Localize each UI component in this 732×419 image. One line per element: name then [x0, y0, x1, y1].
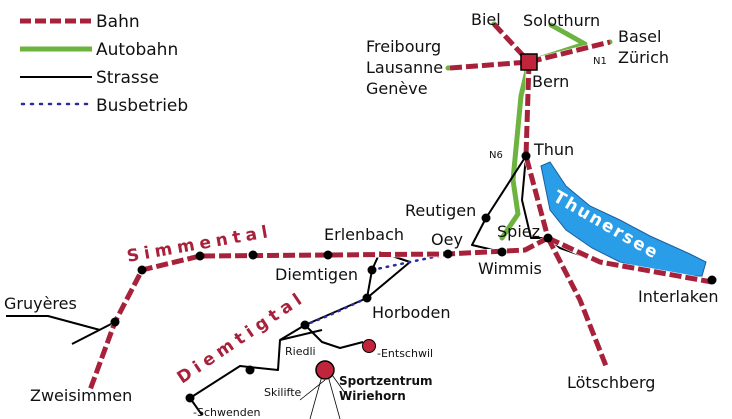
entschwil-label: -Entschwil: [377, 347, 433, 360]
skilifte-label: Skilifte: [264, 386, 302, 399]
legend: Bahn Autobahn Strasse Busbetrieb: [20, 12, 188, 116]
n1-label: N1: [593, 56, 607, 67]
sportzentrum-label-line2: Wiriehorn: [339, 389, 406, 403]
sportzentrum-marker: [315, 360, 335, 380]
schwenden-label: -Schwenden: [193, 406, 260, 419]
erlenbach-label: Erlenbach: [324, 225, 404, 244]
spiez-dot: [543, 233, 553, 243]
interlaken-label: Interlaken: [638, 287, 718, 306]
wimmis-label: Wimmis: [478, 259, 542, 278]
diemtigtal-stop-dot: [245, 365, 255, 375]
solothurn-label: Solothurn: [523, 11, 600, 30]
legend-motorway-label: Autobahn: [96, 40, 178, 60]
legend-bus-label: Busbetrieb: [96, 96, 188, 116]
legend-road-label: Strasse: [96, 68, 159, 88]
freibourg-label: Freibourg: [366, 37, 441, 56]
horboden-dot: [362, 293, 372, 303]
gruyeres-label: Gruyères: [4, 294, 77, 313]
schwenden-dot: [185, 393, 195, 403]
lausanne-label: Lausanne: [366, 58, 443, 77]
simmental-junction-dot: [137, 265, 147, 275]
zweisimmen-label: Zweisimmen: [30, 386, 132, 405]
reutigen-label: Reutigen: [405, 201, 476, 220]
zurich-label: Zürich: [618, 48, 669, 67]
bus-network: [303, 252, 450, 327]
simmental-stop-dot: [248, 250, 258, 260]
biel-label: Biel: [471, 10, 501, 29]
riedli-stop-dot: [300, 320, 310, 330]
thun-label: Thun: [533, 140, 574, 159]
riedli-label: Riedli: [285, 345, 316, 358]
sportzentrum-label-line1: Sportzentrum: [339, 374, 433, 388]
n6-label: N6: [489, 150, 503, 161]
zweisimmen-dot: [110, 317, 120, 327]
basel-label: Basel: [618, 27, 661, 46]
simmental-west-dot: [195, 251, 205, 261]
spiez-label: Spiez: [497, 222, 540, 241]
legend-rail-label: Bahn: [96, 12, 140, 32]
geneve-label: Genève: [366, 79, 428, 98]
thunersee-lake: [540, 161, 707, 277]
lotschberg-label: Lötschberg: [567, 373, 655, 392]
diemtigen-dot: [367, 265, 377, 275]
diemtigen-label: Diemtigen: [275, 265, 358, 284]
oey-dot: [443, 249, 453, 259]
erlenbach-dot: [323, 250, 333, 260]
bern-hub-marker: [520, 53, 538, 71]
station-dots: [110, 151, 717, 403]
wimmis-dot: [497, 247, 507, 257]
thun-dot: [521, 151, 531, 161]
entschwil-marker: [362, 339, 376, 353]
bern-label: Bern: [532, 72, 569, 91]
oey-label: Oey: [431, 230, 463, 249]
reutigen-dot: [481, 213, 491, 223]
horboden-label: Horboden: [372, 303, 450, 322]
interlaken-dot: [707, 275, 717, 285]
